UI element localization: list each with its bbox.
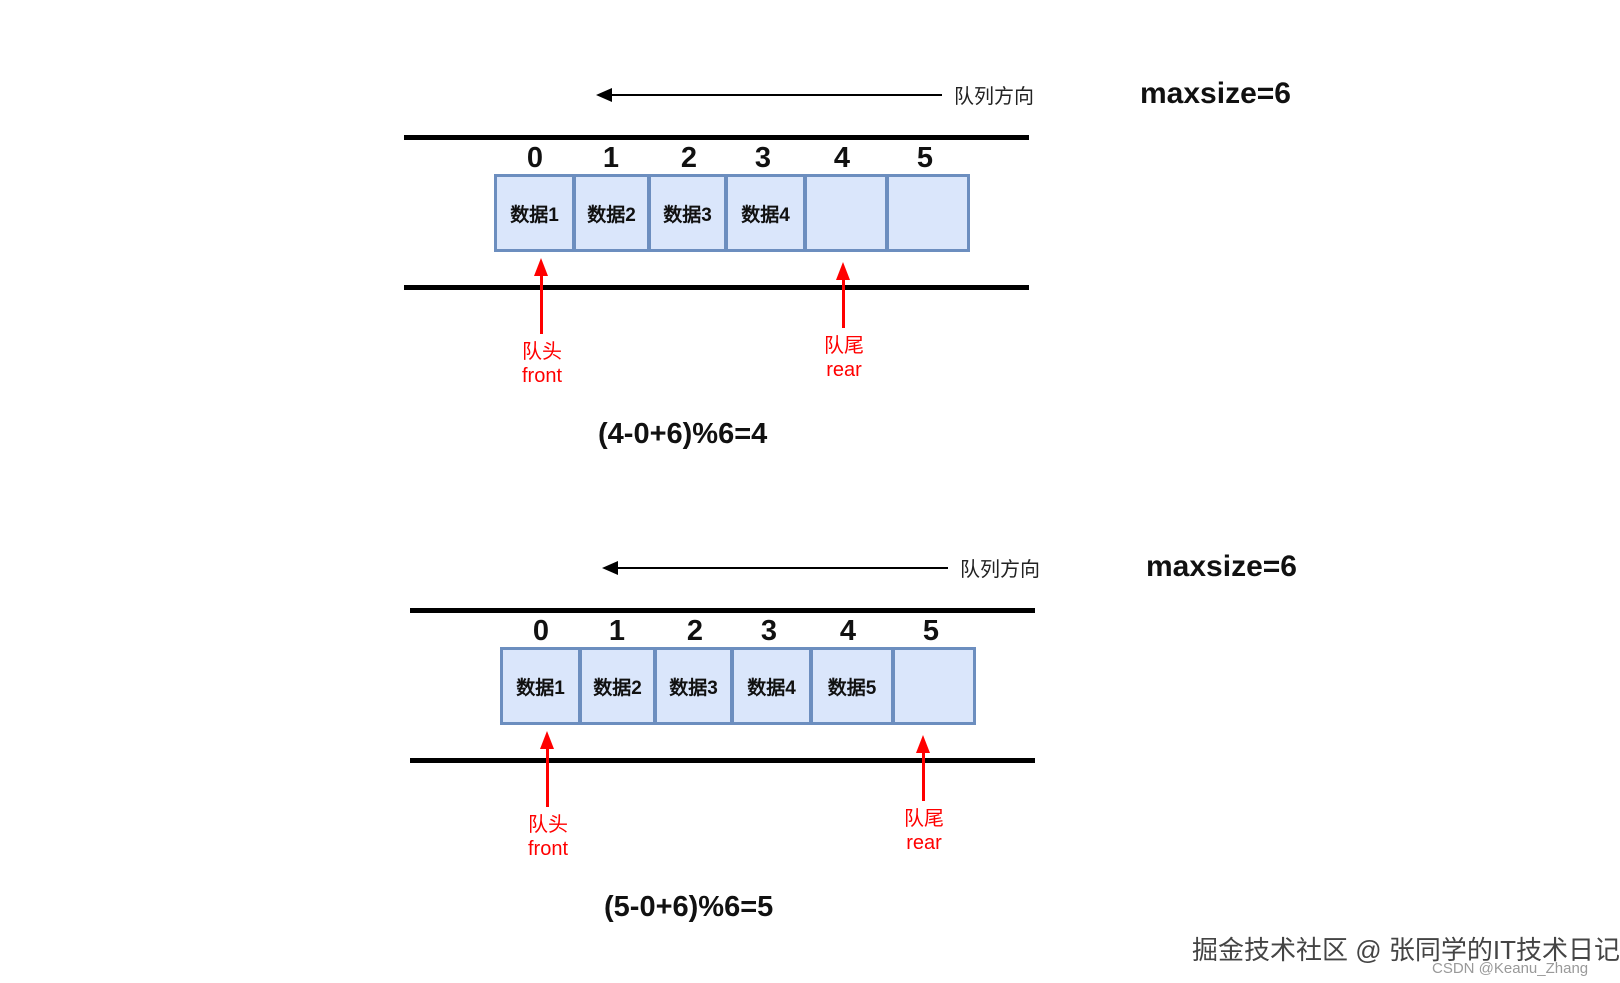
queue-diagram-top: 队列方向 maxsize=6 0 1 2 3 4 5 数据1 数据2 数据3 数… — [0, 0, 1620, 470]
queue-cell — [886, 174, 970, 252]
slot-index: 5 — [922, 615, 940, 647]
direction-label: 队列方向 — [954, 86, 1034, 108]
rail-bottom — [410, 758, 1035, 763]
queue-cell: 数据1 — [500, 647, 581, 725]
slot-index: 3 — [754, 142, 772, 174]
rail-top — [410, 608, 1035, 613]
rear-arrow-head — [836, 262, 850, 280]
slot-index: 4 — [839, 615, 857, 647]
direction-label: 队列方向 — [960, 559, 1040, 581]
queue-cell: 数据2 — [579, 647, 656, 725]
queue-cell: 数据4 — [725, 174, 806, 252]
length-formula: (4-0+6)%6=4 — [598, 418, 768, 450]
front-arrow-shaft — [546, 745, 549, 807]
rear-label-en: rear — [906, 832, 942, 854]
rear-arrow-shaft — [842, 276, 845, 328]
slot-index: 0 — [526, 142, 544, 174]
direction-arrow-line — [602, 94, 942, 96]
slot-index: 5 — [916, 142, 934, 174]
slot-index: 1 — [602, 142, 620, 174]
front-label-en: front — [527, 838, 569, 860]
front-arrow-shaft — [540, 272, 543, 334]
rear-label-en: rear — [826, 359, 862, 381]
slot-index: 0 — [532, 615, 550, 647]
queue-cell: 数据5 — [810, 647, 894, 725]
queue-cell — [892, 647, 976, 725]
rear-arrow-head — [916, 735, 930, 753]
rear-label-cn: 队尾 — [904, 808, 944, 830]
queue-cell — [804, 174, 888, 252]
rail-top — [404, 135, 1029, 140]
direction-arrow-line — [608, 567, 948, 569]
slot-index: 4 — [833, 142, 851, 174]
front-label-cn: 队头 — [522, 341, 562, 363]
slot-index: 1 — [608, 615, 626, 647]
maxsize-label: maxsize=6 — [1146, 550, 1297, 583]
slot-index: 2 — [680, 142, 698, 174]
maxsize-label: maxsize=6 — [1140, 77, 1291, 110]
queue-cell: 数据3 — [654, 647, 733, 725]
queue-cell: 数据1 — [494, 174, 575, 252]
rail-bottom — [404, 285, 1029, 290]
watermark-sub: CSDN @Keanu_Zhang — [1432, 960, 1589, 977]
front-arrow-head — [534, 258, 548, 276]
length-formula: (5-0+6)%6=5 — [604, 891, 774, 923]
slot-index: 3 — [760, 615, 778, 647]
queue-cell: 数据3 — [648, 174, 727, 252]
rear-label-cn: 队尾 — [824, 335, 864, 357]
front-label-cn: 队头 — [528, 814, 568, 836]
slot-index: 2 — [686, 615, 704, 647]
front-label-en: front — [521, 365, 563, 387]
rear-arrow-shaft — [922, 749, 925, 801]
front-arrow-head — [540, 731, 554, 749]
queue-cell: 数据4 — [731, 647, 812, 725]
queue-cell: 数据2 — [573, 174, 650, 252]
queue-diagram-bottom: 队列方向 maxsize=6 0 1 2 3 4 5 数据1 数据2 数据3 数… — [6, 473, 1620, 943]
watermark-main: 掘金技术社区 @ 张同学的IT技术日记 — [1192, 935, 1620, 965]
